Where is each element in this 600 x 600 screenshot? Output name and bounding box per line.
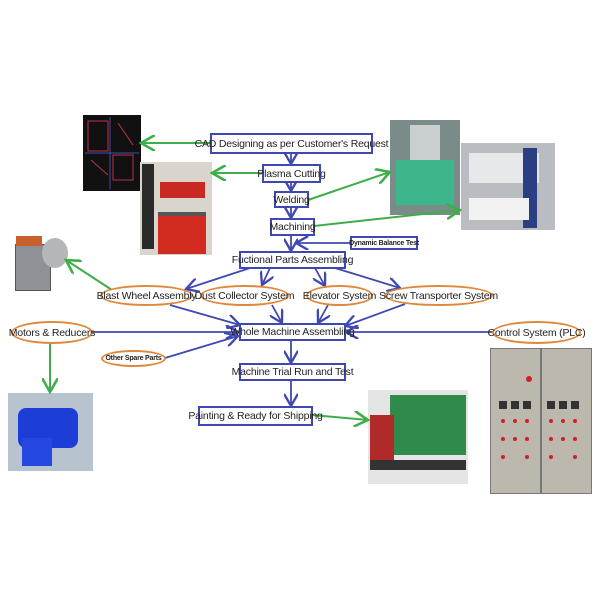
component-other-spare-parts: Other Spare Parts (101, 350, 166, 367)
arrow-blast-photo (66, 260, 113, 291)
step-whole-machine-assembling: Whole Machine Assembling (230, 323, 355, 341)
component-control-system: Control System (PLC) (487, 321, 586, 344)
gear-reducer-image (8, 393, 93, 471)
step-plasma-cutting: Plasma Cutting (257, 164, 326, 183)
step-welding: Welding (273, 191, 310, 208)
step-functional-parts-assembling: Fuctional Parts Assembling (232, 251, 353, 269)
cad-drawing-image (83, 115, 141, 191)
press-brake-image (461, 143, 555, 230)
arrow-painting-photo (311, 415, 368, 420)
component-dust-collector: Dust Collector System (195, 285, 295, 306)
component-motors-reducers: Motors & Reducers (9, 321, 95, 344)
arrow-welding-photo (307, 172, 390, 201)
step-cad-designing: CAD Designing as per Customer's Request (195, 133, 389, 154)
step-machine-trial-run: Machine Trial Run and Test (232, 363, 354, 381)
container-truck-image (368, 390, 468, 484)
control-cabinet-image (490, 348, 592, 494)
step-machining: Machining (269, 218, 316, 236)
step-painting-shipping: Painting & Ready for Shipping (188, 406, 323, 426)
welding-machine-image (390, 120, 460, 215)
step-dynamic-balance-test: Dynamic Balance Test (349, 236, 419, 250)
arrow-machining-photo (313, 210, 460, 227)
component-elevator: Elevator System (303, 285, 376, 306)
component-screw-transporter: Screw Transporter System (379, 285, 498, 306)
blast-wheel-image (10, 226, 70, 298)
component-blast-wheel: Blast Wheel Assembly (97, 285, 197, 306)
plasma-cutter-image (140, 162, 212, 255)
